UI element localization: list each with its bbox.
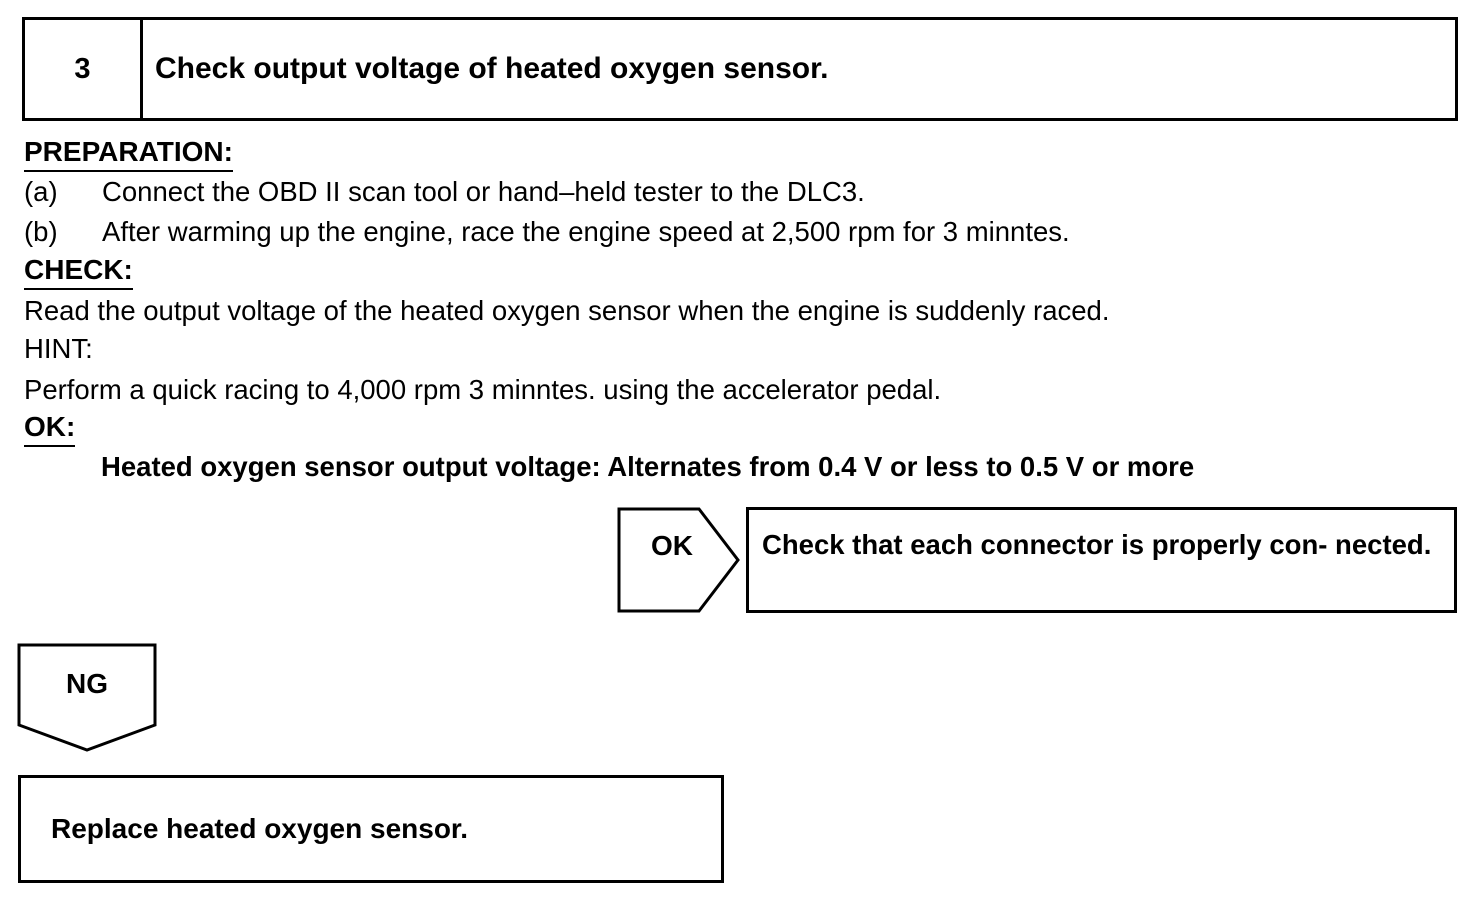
check-heading: CHECK:	[24, 254, 133, 290]
hint-text: Perform a quick racing to 4,000 rpm 3 mi…	[24, 374, 942, 405]
preparation-item-letter: (a)	[24, 176, 58, 207]
preparation-item-a: (a) Connect the OBD II scan tool or hand–…	[24, 176, 865, 208]
ok-spec-text: Heated oxygen sensor output voltage: Alt…	[101, 451, 1195, 482]
preparation-item-b: (b) After warming up the engine, race the…	[24, 216, 1070, 248]
preparation-item-text: Connect the OBD II scan tool or hand–hel…	[102, 176, 865, 207]
ng-arrow-shape	[17, 643, 157, 752]
step-title: Check output voltage of heated oxygen se…	[155, 52, 829, 85]
ok-arrow-shape	[617, 507, 740, 613]
check-text: Read the output voltage of the heated ox…	[24, 295, 1110, 326]
preparation-item-letter: (b)	[24, 216, 58, 247]
step-number: 3	[25, 20, 143, 118]
ng-branch-result: Replace heated oxygen sensor.	[18, 775, 724, 883]
ok-branch-label: OK	[651, 530, 693, 561]
ng-branch-label: NG	[66, 668, 108, 699]
hint-heading: HINT:	[24, 333, 93, 364]
preparation-item-text: After warming up the engine, race the en…	[102, 216, 1070, 247]
step-header: 3 Check output voltage of heated oxygen …	[22, 17, 1458, 121]
ok-branch-result: Check that each connector is properly co…	[746, 507, 1457, 613]
ok-heading: OK:	[24, 411, 76, 447]
preparation-heading: PREPARATION:	[24, 136, 233, 172]
